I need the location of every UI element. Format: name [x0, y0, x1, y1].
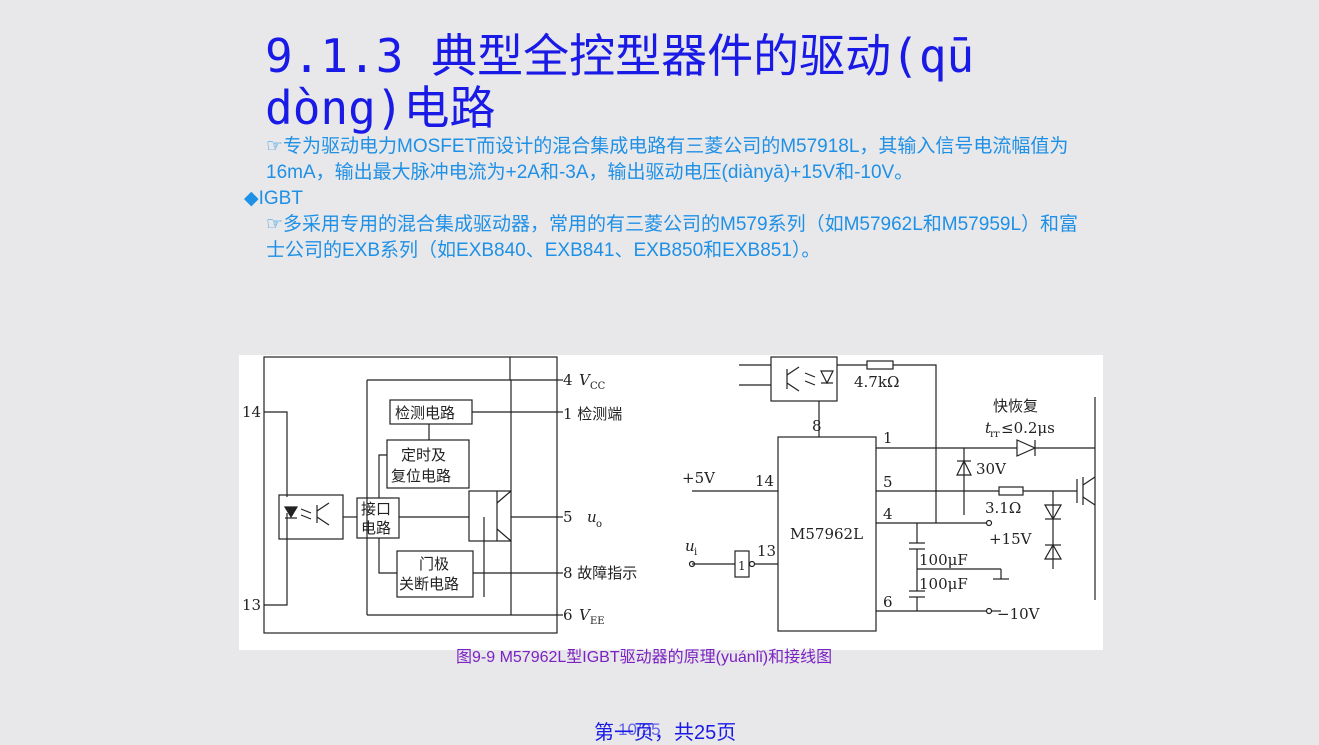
- slide-title: 9.1.3 典型全控型器件的驱动(qū dòng)电路: [265, 29, 975, 135]
- pin6-number: 6: [563, 606, 573, 624]
- chip-pin6: 6: [883, 593, 893, 611]
- chip-pin4: 4: [883, 505, 893, 523]
- timer-label-1: 定时及: [401, 446, 446, 464]
- trr-value: ≤0.2μs: [1001, 419, 1055, 437]
- gate-shutdown-box: [396, 550, 474, 598]
- detect-circuit-label: 检测电路: [395, 404, 455, 422]
- output-optocoupler: [770, 356, 838, 402]
- minus10-label: −10V: [997, 605, 1041, 623]
- led-icon: [283, 506, 299, 519]
- vcc-subscript: CC: [590, 381, 606, 392]
- fast-recovery-label: 快恢复: [993, 397, 1038, 415]
- plus5-label: +5V: [682, 469, 716, 487]
- zener-icon: [956, 459, 972, 476]
- light-arrow-1: [300, 508, 312, 514]
- pin4-number: 4: [563, 371, 573, 389]
- chip-body: [777, 436, 877, 632]
- chip-pin8: 8: [812, 417, 822, 435]
- interface-to-timer: [378, 454, 387, 498]
- gate-label-1: 门极: [419, 555, 449, 573]
- light-arrow-2: [300, 514, 312, 520]
- resistor2-label: 3.1Ω: [985, 499, 1021, 517]
- timer-label-2: 复位电路: [391, 467, 451, 485]
- paragraph-mosfet: ☞专为驱动电力MOSFET而设计的混合集成电路有三菱公司的M57918L，其输入…: [266, 136, 1069, 183]
- interface-box: [356, 497, 400, 539]
- pin14-wire: [264, 411, 288, 497]
- page-counter: 10/25: [618, 720, 661, 739]
- lower-transistor: [496, 528, 512, 542]
- upper-transistor: [496, 490, 512, 504]
- interface-label-1: 接口: [361, 500, 391, 518]
- vee-label: V: [579, 606, 592, 624]
- chip-pin5: 5: [883, 473, 893, 491]
- gate-label-2: 关断电路: [399, 575, 459, 593]
- vee-subscript: EE: [590, 616, 605, 627]
- pin13-wire: [264, 513, 288, 606]
- page-footer: 第一页，共25页: [594, 722, 737, 744]
- trr-subscript: rr: [990, 429, 1000, 440]
- ui-subscript: i: [694, 547, 697, 558]
- resistor1-label: 4.7kΩ: [854, 373, 899, 391]
- figure-caption: 图9-9 M57962L型IGBT驱动器的原理(yuánlǐ)和接线图: [456, 649, 833, 666]
- tvs-diode-1: [1043, 504, 1063, 521]
- tvs-diode-2: [1043, 543, 1063, 560]
- plus15-label: +15V: [989, 530, 1033, 548]
- pin5-number: 5: [563, 508, 573, 526]
- block-diagram: [263, 356, 563, 634]
- application-circuit: [688, 356, 1096, 632]
- uo-label: u: [587, 508, 597, 526]
- timer-reset-box: [386, 439, 470, 489]
- ui-label: u: [685, 537, 695, 555]
- module-outline: [263, 356, 558, 634]
- interface-to-gate: [378, 538, 397, 574]
- resistor-4k7: [866, 360, 894, 370]
- zener-label: 30V: [976, 460, 1007, 478]
- vcc-label: V: [579, 371, 592, 389]
- chip-pin13: 13: [757, 542, 776, 560]
- circuit-diagram: 14 13 检测电路 定时及 复位电路 接口 电路 门极 关断电路 4 V CC…: [242, 356, 1096, 634]
- circuit-figure: 14 13 检测电路 定时及 复位电路 接口 电路 门极 关断电路 4 V CC…: [239, 355, 1103, 650]
- uo-subscript: o: [596, 519, 602, 530]
- paragraph-igbt: ☞多采用专用的混合集成驱动器，常用的有三菱公司的M579系列（如M57962L和…: [266, 214, 1079, 261]
- chip-pin1: 1: [883, 429, 893, 447]
- pin13-label: 13: [242, 596, 261, 614]
- pin1-label: 1 检测端: [563, 405, 622, 423]
- slide-body: ☞专为驱动电力MOSFET而设计的混合集成电路有三菱公司的M57918L，其输入…: [244, 134, 1094, 264]
- fast-diode-icon: [1016, 439, 1037, 457]
- interface-label-2: 电路: [361, 519, 391, 537]
- pin1-wire: [876, 447, 965, 467]
- driver-stage: [468, 490, 512, 542]
- bullet-igbt: ◆IGBT: [244, 188, 303, 209]
- vcc-inner: [367, 357, 511, 381]
- chip-label: M57962L: [790, 525, 863, 543]
- cap2-label: 100μF: [919, 575, 968, 593]
- trr-label: t: [985, 419, 992, 437]
- resistor-3r1: [998, 486, 1024, 496]
- chip-pin14: 14: [755, 472, 774, 490]
- phototransistor-collector: [316, 502, 330, 512]
- cap1-label: 100μF: [919, 551, 968, 569]
- opto-led-icon: [820, 370, 834, 385]
- inverter-label: 1: [738, 559, 746, 573]
- phototransistor-emitter: [316, 516, 330, 526]
- pin8-label: 8 故障指示: [563, 564, 637, 582]
- pin14-label: 14: [242, 403, 261, 421]
- optocoupler-box: [278, 494, 344, 540]
